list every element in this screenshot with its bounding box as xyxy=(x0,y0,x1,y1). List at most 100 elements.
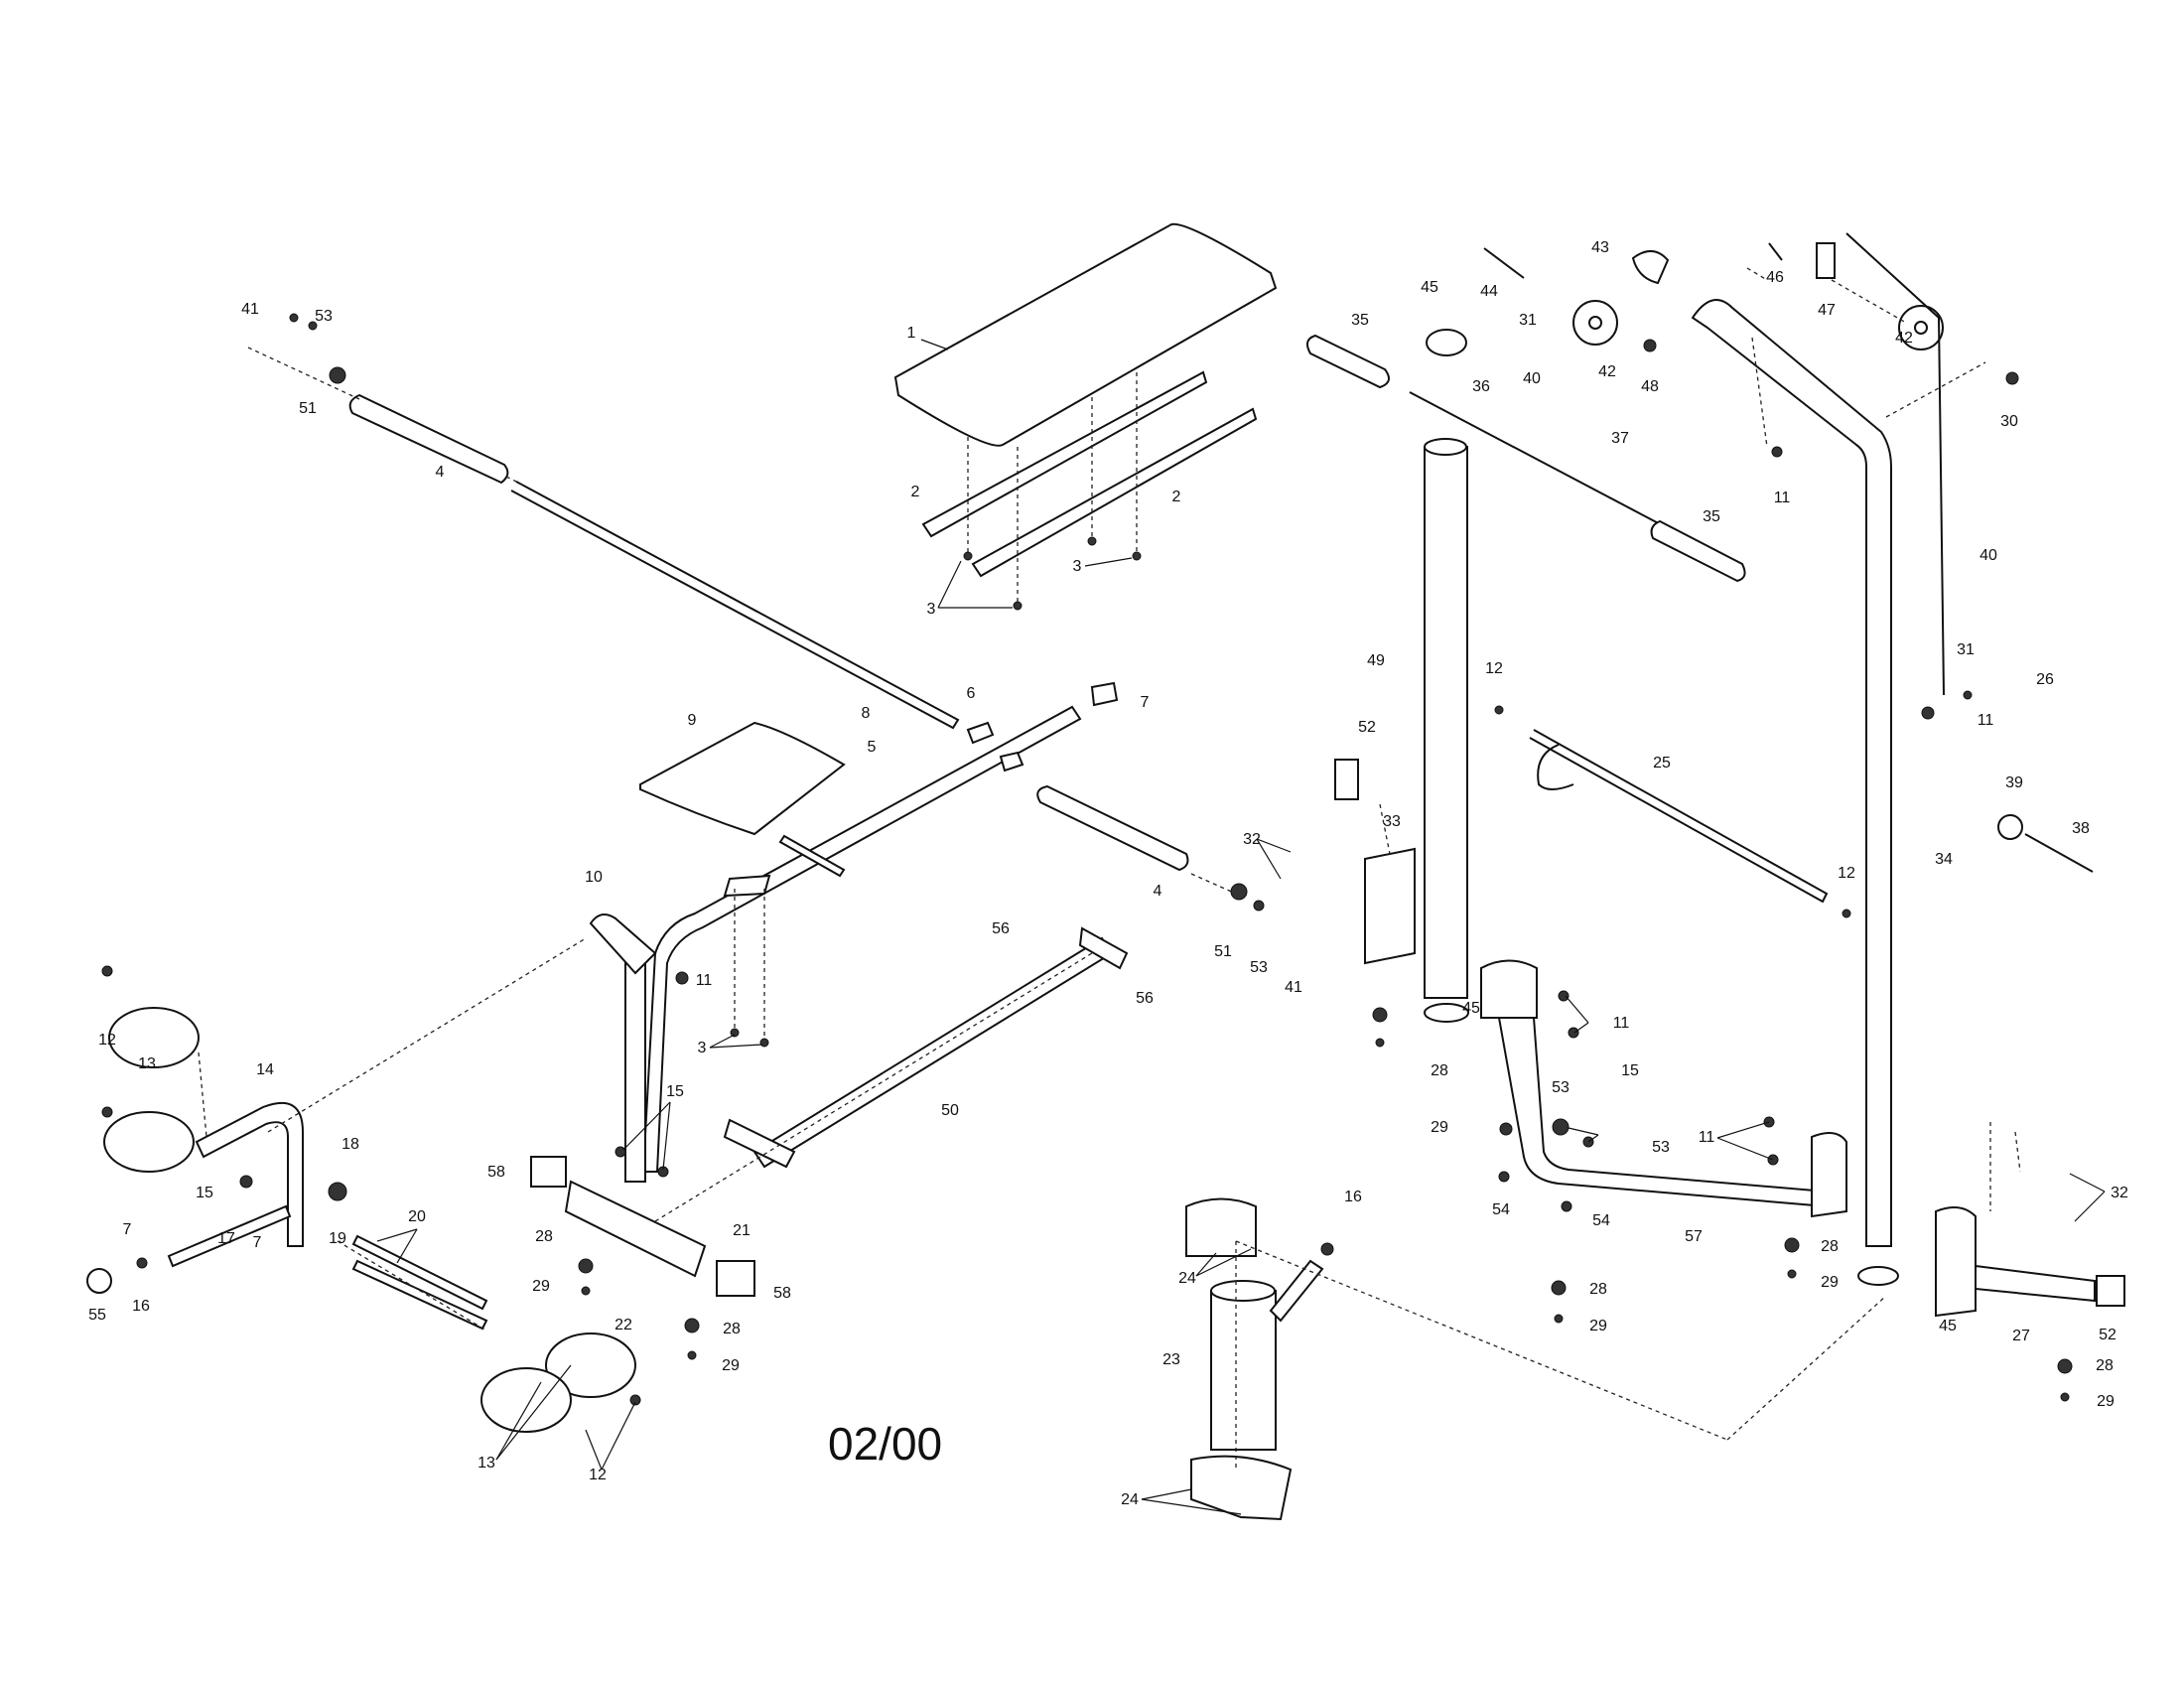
cap-52-right xyxy=(2096,1275,2125,1307)
rod-20a xyxy=(351,1234,488,1311)
part-callout-c42a: 42 xyxy=(1598,363,1616,380)
part-callout-c15a: 15 xyxy=(196,1185,213,1201)
roller-pad-bottom-b xyxy=(480,1367,572,1433)
base-frame-57 xyxy=(1497,1017,1828,1208)
part-callout-c53b: 53 xyxy=(1250,959,1268,976)
part-callout-c29a: 29 xyxy=(532,1278,550,1295)
sleeve-57-right xyxy=(1811,1132,1847,1218)
pad-rod xyxy=(778,834,846,878)
roller-pad-bottom-a xyxy=(545,1333,636,1398)
part-callout-c15c: 15 xyxy=(1621,1062,1639,1079)
part-callout-c29e: 29 xyxy=(1589,1318,1607,1334)
part-callout-c21: 21 xyxy=(733,1222,751,1239)
part-callout-c46: 46 xyxy=(1766,269,1784,286)
part-callout-c26: 26 xyxy=(2036,671,2054,688)
leader-lines xyxy=(376,339,2106,1515)
sleeve-24-upper xyxy=(1185,1197,1257,1257)
part-callout-c2b: 2 xyxy=(1172,489,1181,505)
part-callout-c31a: 31 xyxy=(1519,312,1537,329)
part-callout-c1: 1 xyxy=(907,325,916,342)
part-callout-c41b: 41 xyxy=(1285,979,1302,996)
part-callout-c45c: 45 xyxy=(1939,1318,1957,1334)
part-callout-c7b: 7 xyxy=(123,1221,132,1238)
upright-tube xyxy=(624,960,646,1183)
sleeve-24-lower xyxy=(1190,1455,1293,1521)
cable-40 xyxy=(1845,232,1945,696)
stabilizer-plate-end xyxy=(1078,926,1129,970)
part-callout-c52b: 52 xyxy=(2099,1327,2116,1343)
bracket-33 xyxy=(1364,847,1416,965)
bolt-46 xyxy=(1768,242,1783,261)
part-callout-c16a: 16 xyxy=(132,1298,150,1315)
part-callout-c45a: 45 xyxy=(1421,279,1438,296)
part-callout-c10: 10 xyxy=(585,869,603,886)
part-callout-c49: 49 xyxy=(1367,652,1385,669)
part-callout-c58b: 58 xyxy=(773,1285,791,1302)
rear-upright-assembly xyxy=(1483,232,2094,1286)
tube-35a xyxy=(1305,334,1390,389)
pivot-plate xyxy=(589,913,657,975)
part-callout-c13b: 13 xyxy=(478,1455,495,1472)
end-cap-58a xyxy=(530,1156,567,1188)
knob-55 xyxy=(86,1268,112,1294)
ring-45-lower xyxy=(1424,1003,1469,1023)
rod-25 xyxy=(1529,729,1829,904)
sleeve-23-arm xyxy=(1269,1259,1324,1323)
part-callout-c51b: 51 xyxy=(1214,943,1232,960)
part-callout-c36: 36 xyxy=(1472,378,1490,395)
part-callout-c11e: 11 xyxy=(1699,1129,1715,1146)
main-frame xyxy=(589,681,1237,1183)
part-callout-c11c: 11 xyxy=(1978,712,1994,729)
part-callout-c32a: 32 xyxy=(1243,831,1261,848)
part-callout-c54b: 54 xyxy=(1592,1212,1610,1229)
part-callout-c55: 55 xyxy=(88,1307,106,1324)
end-cap-7 xyxy=(1090,681,1119,707)
part-callout-c11a: 11 xyxy=(696,972,713,989)
part-callout-c3a: 3 xyxy=(1073,558,1082,575)
bolt-44 xyxy=(1483,247,1525,279)
part-callout-c45b: 45 xyxy=(1462,1000,1480,1017)
hardware xyxy=(101,313,2073,1406)
seat-bracket-left xyxy=(921,370,1208,538)
part-callout-c7c: 7 xyxy=(253,1234,262,1251)
part-callout-c11b: 11 xyxy=(1774,490,1791,506)
part-callout-c29c: 29 xyxy=(1431,1119,1448,1136)
sleeve-57-left xyxy=(1480,959,1538,1019)
knob-39 xyxy=(1997,814,2023,840)
rear-stabilizer xyxy=(654,926,1129,1222)
roller-pad-lower xyxy=(103,1111,195,1173)
bolt-38 xyxy=(2024,833,2094,873)
part-callout-c5: 5 xyxy=(868,739,877,756)
back-pad xyxy=(639,721,846,836)
part-callout-c19: 19 xyxy=(329,1230,346,1247)
pulley-42b-hub xyxy=(1914,321,1928,335)
part-callout-c8: 8 xyxy=(862,705,871,722)
knob-43 xyxy=(1631,250,1670,285)
part-callout-c28d: 28 xyxy=(1821,1238,1839,1255)
part-callout-c56a: 56 xyxy=(992,920,1010,937)
part-callout-c15b: 15 xyxy=(666,1083,684,1100)
bushing-6b xyxy=(999,751,1024,772)
front-base xyxy=(530,1156,755,1297)
part-callout-c17: 17 xyxy=(217,1230,235,1247)
part-callout-c23: 23 xyxy=(1162,1351,1180,1368)
bracket-small xyxy=(723,874,771,898)
date-code: 02/00 xyxy=(828,1418,942,1470)
part-callout-c57: 57 xyxy=(1685,1228,1703,1245)
sleeve-assembly xyxy=(1185,1197,1887,1521)
part-callout-c7a: 7 xyxy=(1141,694,1150,711)
foam-roller-tube-lower xyxy=(1036,784,1189,872)
part-callout-c29b: 29 xyxy=(722,1357,740,1374)
part-callout-c28a: 28 xyxy=(535,1228,553,1245)
seat-bracket-right xyxy=(971,407,1258,578)
part-callout-c47: 47 xyxy=(1818,302,1836,319)
part-callout-c56b: 56 xyxy=(1136,990,1154,1007)
part-callout-c48: 48 xyxy=(1641,378,1659,395)
part-callout-c32b: 32 xyxy=(2111,1185,2128,1201)
stabilizer-plate-front xyxy=(723,1118,796,1169)
stabilizer-50 xyxy=(752,936,1114,1169)
part-callout-c40a: 40 xyxy=(1523,370,1541,387)
part-callout-c2a: 2 xyxy=(911,484,920,500)
part-callout-c20: 20 xyxy=(408,1208,426,1225)
